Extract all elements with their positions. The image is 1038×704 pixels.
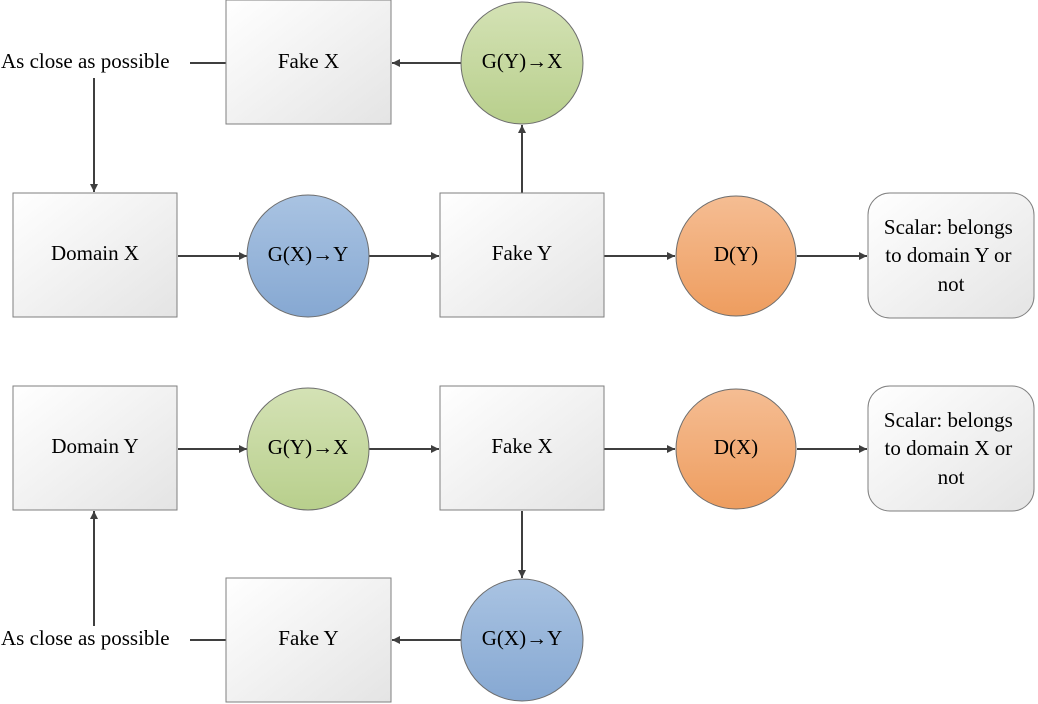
fake-x-label: Fake X bbox=[278, 49, 339, 73]
as-close-as-possible-label: As close as possible bbox=[1, 626, 170, 650]
fake-y-box bbox=[225, 577, 392, 703]
output-line-1: Scalar: belongs bbox=[884, 215, 1013, 239]
generator-g-y-to-x-label: G(Y)→X bbox=[482, 49, 562, 73]
as-close-as-possible-label: As close as possible bbox=[1, 49, 170, 73]
domain-x-box bbox=[12, 192, 178, 318]
fake-x-box bbox=[439, 385, 605, 511]
output-line-2: to domain X or bbox=[885, 436, 1013, 460]
output-scalar-label-y: Scalar: belongs to domain Y or not bbox=[884, 215, 1018, 296]
discriminator-d-y-label: D(Y) bbox=[714, 242, 758, 266]
generator-g-y-to-x-node bbox=[460, 1, 584, 125]
output-line-1: Scalar: belongs bbox=[884, 408, 1013, 432]
generator-g-x-to-y-label: G(X)→Y bbox=[268, 242, 348, 266]
discriminator-d-y-node bbox=[675, 195, 797, 317]
output-line-2: to domain Y or bbox=[885, 243, 1011, 267]
generator-g-x-to-y-label: G(X)→Y bbox=[482, 626, 562, 650]
domain-y-label: Domain Y bbox=[51, 434, 138, 458]
domain-x-label: Domain X bbox=[51, 241, 139, 265]
fake-y-label: Fake Y bbox=[492, 241, 552, 265]
output-scalar-label-x: Scalar: belongs to domain X or not bbox=[884, 408, 1018, 489]
output-line-3: not bbox=[938, 465, 965, 489]
fake-x-label: Fake X bbox=[491, 434, 552, 458]
output-scalar-box-y bbox=[867, 192, 1035, 319]
fake-y-label: Fake Y bbox=[278, 626, 338, 650]
bottom-cycle: Domain Y G(Y)→X Fake X D(X) Scalar: belo… bbox=[1, 385, 1035, 703]
generator-g-y-to-x-node bbox=[246, 387, 370, 511]
generator-g-x-to-y-node bbox=[460, 578, 584, 702]
fake-y-box bbox=[439, 192, 605, 318]
output-line-3: not bbox=[938, 272, 965, 296]
top-cycle: Fake X G(Y)→X As close as possible Domai… bbox=[1, 0, 1035, 319]
discriminator-d-x-node bbox=[675, 388, 797, 510]
fake-x-box bbox=[225, 0, 392, 125]
generator-g-y-to-x-label: G(Y)→X bbox=[268, 435, 348, 459]
domain-y-box bbox=[12, 385, 178, 511]
output-scalar-box-x bbox=[867, 385, 1035, 512]
generator-g-x-to-y-node bbox=[246, 194, 370, 318]
discriminator-d-x-label: D(X) bbox=[714, 435, 758, 459]
